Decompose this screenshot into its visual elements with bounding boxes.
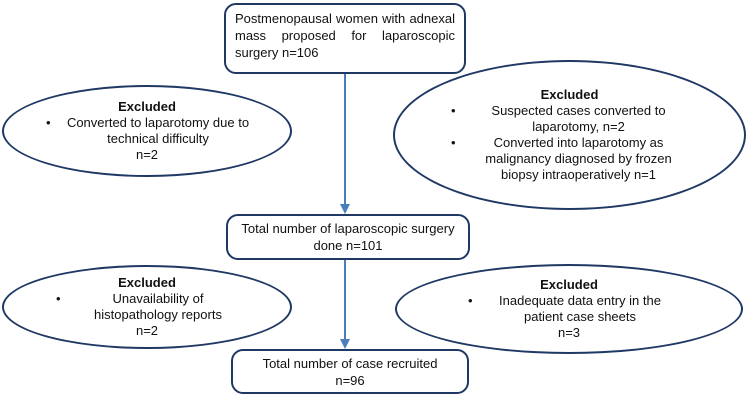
excluded-item: Suspected cases converted to laparotomy,… xyxy=(447,103,692,135)
excluded-item: Unavailability of histopathology reports xyxy=(52,291,242,323)
excluded-title: Excluded xyxy=(540,87,599,102)
excluded-list: Suspected cases converted to laparotomy,… xyxy=(447,103,692,183)
start-box-text: Postmenopausal women with adnexal mass p… xyxy=(235,11,455,60)
excluded-list: Unavailability of histopathology reports xyxy=(52,291,242,323)
excluded-list: Inadequate data entry in the patient cas… xyxy=(464,293,674,325)
laparoscopic-done-box: Total number of laparoscopic surgery don… xyxy=(226,214,470,260)
excluded-item: Inadequate data entry in the patient cas… xyxy=(464,293,674,325)
excluded-item: Converted to laparotomy due to technical… xyxy=(42,115,252,147)
recruited-box: Total number of case recruited n=96 xyxy=(231,349,469,394)
excluded-title: Excluded xyxy=(540,277,598,292)
excluded-histopathology: Excluded Unavailability of histopatholog… xyxy=(2,265,292,349)
excluded-count: n=3 xyxy=(557,325,581,340)
start-box: Postmenopausal women with adnexal mass p… xyxy=(224,3,466,74)
excluded-technical-difficulty: Excluded Converted to laparotomy due to … xyxy=(2,85,292,177)
excluded-item: Converted into laparotomy as malignancy … xyxy=(447,135,692,183)
recruited-text: Total number of case recruited xyxy=(262,356,438,371)
laparoscopic-done-text: Total number of laparoscopic surgery don… xyxy=(241,221,455,253)
excluded-list: Converted to laparotomy due to technical… xyxy=(42,115,252,147)
excluded-inadequate-data: Excluded Inadequate data entry in the pa… xyxy=(395,264,743,354)
excluded-count: n=2 xyxy=(135,147,159,162)
excluded-count: n=2 xyxy=(135,323,159,338)
excluded-title: Excluded xyxy=(118,99,176,114)
excluded-converted-laparotomy: Excluded Suspected cases converted to la… xyxy=(393,60,746,210)
excluded-title: Excluded xyxy=(118,275,176,290)
recruited-count: n=96 xyxy=(335,373,365,388)
